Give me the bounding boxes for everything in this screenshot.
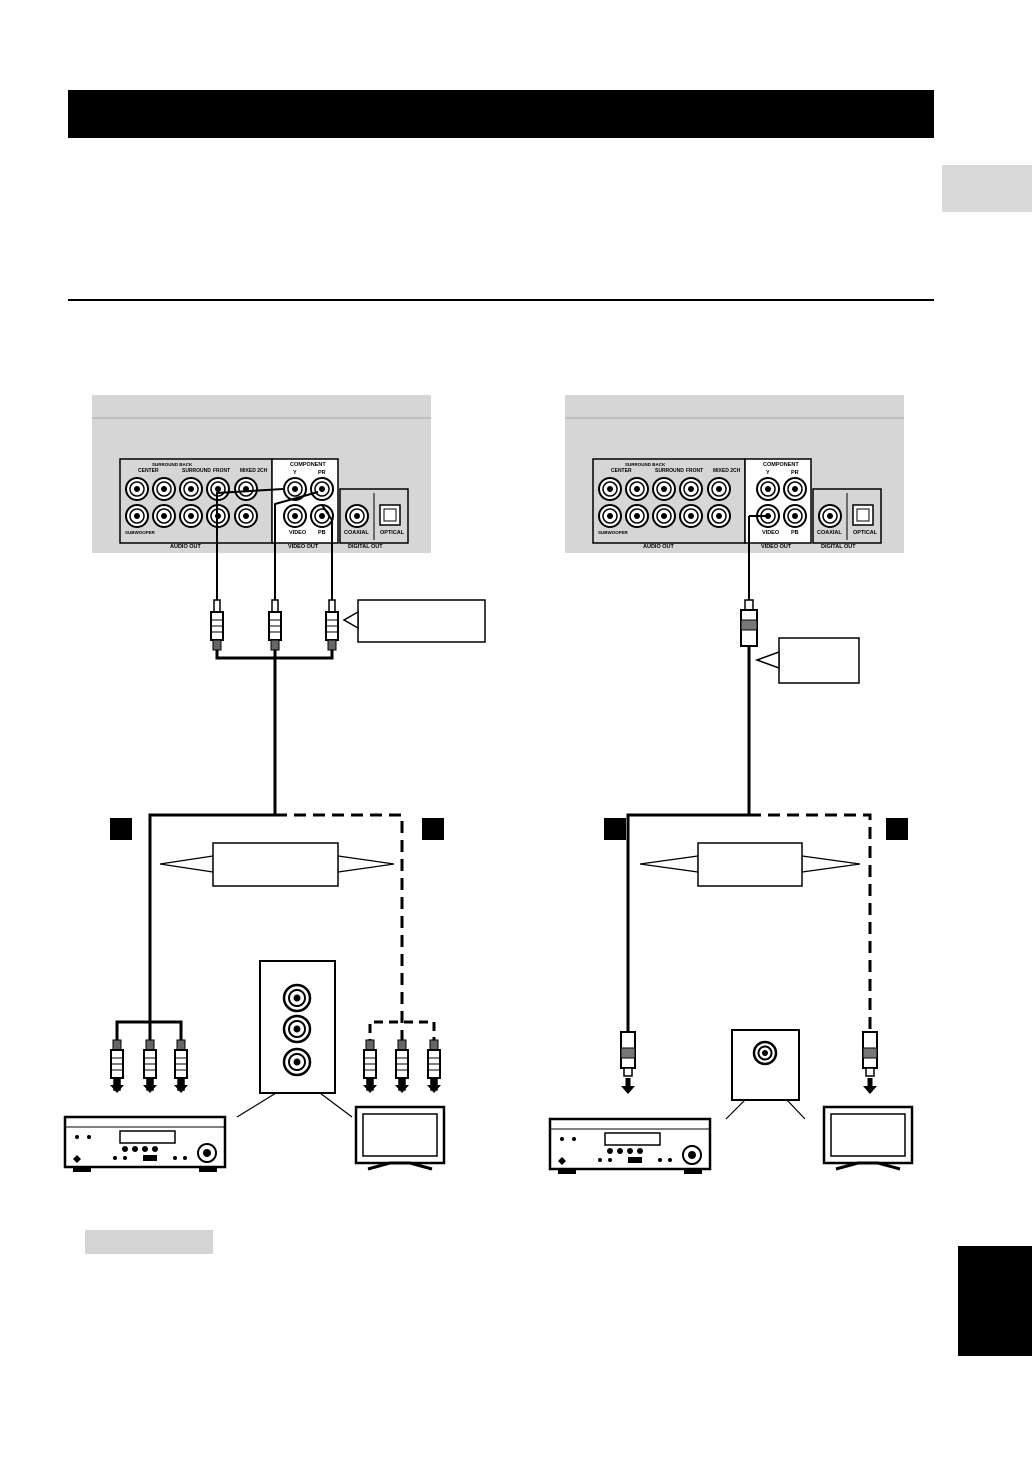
label-digital-out: DIGITAL OUT	[348, 544, 383, 550]
video-cable-right	[620, 515, 878, 1094]
label-y: Y	[766, 470, 770, 476]
label-audio-out: AUDIO OUT	[643, 544, 675, 550]
marker-a-left	[110, 818, 132, 840]
label-pb: PB	[791, 530, 799, 536]
label-optical: OPTICAL	[853, 530, 878, 536]
label-surround: SURROUND	[182, 468, 211, 474]
label-front: FRONT	[213, 468, 230, 474]
label-optical: OPTICAL	[380, 530, 405, 536]
either-callout-left	[159, 842, 395, 887]
label-coaxial: COAXIAL	[817, 530, 842, 536]
label-coaxial: COAXIAL	[344, 530, 369, 536]
marker-b-right	[886, 818, 908, 840]
note-heading-bar	[85, 1230, 213, 1254]
side-tab-language	[958, 1246, 1032, 1356]
callout-box-component-cable	[342, 599, 486, 643]
label-mixed-2ch: MIXED 2CH	[713, 468, 741, 474]
label-subwoofer: SUBWOOFER	[125, 530, 155, 535]
label-pb: PB	[318, 530, 326, 536]
component-jack-closeup	[236, 960, 353, 1118]
label-center: CENTER	[138, 468, 159, 474]
side-tab-chapter	[942, 165, 1032, 212]
label-component: COMPONENT	[763, 462, 799, 468]
player-rear-panel-left: CENTER SURROUND BACK SURROUND FRONT MIXE…	[92, 395, 431, 553]
label-video: VIDEO	[289, 530, 307, 536]
label-surround: SURROUND	[655, 468, 684, 474]
label-video-out: VIDEO OUT	[288, 544, 319, 550]
component-cable-end-left	[110, 1020, 441, 1093]
label-video-out: VIDEO OUT	[761, 544, 792, 550]
marker-b-left	[422, 818, 444, 840]
player-rear-panel-right: CENTER SURROUND BACK SURROUND FRONT MIXE…	[565, 395, 904, 553]
label-surround-back: SURROUND BACK	[152, 462, 193, 467]
label-digital-out: DIGITAL OUT	[821, 544, 856, 550]
label-audio-out: AUDIO OUT	[170, 544, 202, 550]
label-mixed-2ch: MIXED 2CH	[240, 468, 268, 474]
label-front: FRONT	[686, 468, 703, 474]
label-surround-back: SURROUND BACK	[625, 462, 666, 467]
tv-left	[354, 1105, 446, 1171]
label-subwoofer: SUBWOOFER	[598, 530, 628, 535]
label-video: VIDEO	[762, 530, 780, 536]
av-receiver-left	[63, 1115, 227, 1174]
tv-right	[822, 1105, 914, 1171]
label-center: CENTER	[611, 468, 632, 474]
label-pr: PR	[318, 470, 326, 476]
av-receiver-right	[548, 1117, 712, 1176]
section-title-bar	[68, 90, 934, 138]
video-jack-closeup	[725, 1029, 806, 1120]
marker-a-right	[604, 818, 626, 840]
either-callout-right	[639, 842, 861, 887]
component-cable-left	[148, 488, 404, 1045]
callout-box-video-cable	[754, 637, 860, 684]
label-component: COMPONENT	[290, 462, 326, 468]
label-pr: PR	[791, 470, 799, 476]
section-divider	[68, 299, 934, 301]
label-y: Y	[293, 470, 297, 476]
